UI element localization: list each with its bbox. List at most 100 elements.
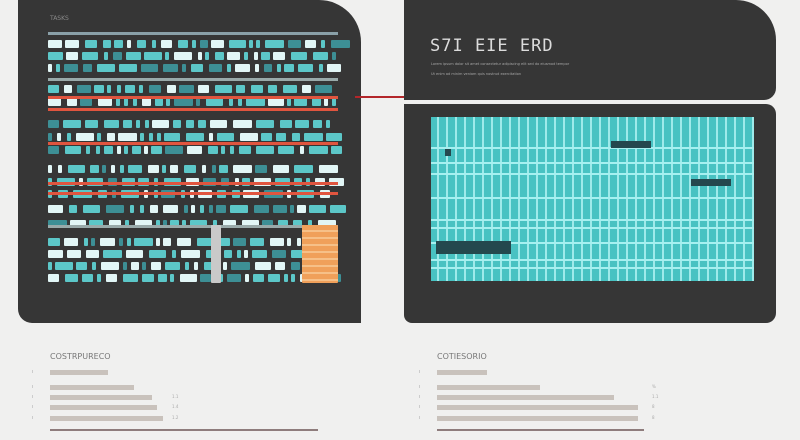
- grid-cell: [125, 85, 135, 93]
- grid-column-line: [734, 117, 736, 281]
- grid-cell: [293, 220, 302, 228]
- grid-column-line: [725, 117, 727, 281]
- grid-row-line: [431, 259, 754, 261]
- grid-cell: [273, 205, 287, 213]
- grid-cell: [200, 205, 204, 213]
- grid-cell: [273, 165, 289, 173]
- grid-cell: [254, 205, 269, 213]
- grid-cell: [91, 238, 95, 246]
- grid-cell: [268, 98, 284, 106]
- grid-cell: [127, 40, 131, 48]
- grid-cell: [104, 146, 113, 154]
- grid-cell: [206, 98, 223, 106]
- grid-cell: [56, 64, 60, 72]
- grid-cell: [111, 165, 115, 173]
- grid-cell: [123, 120, 132, 128]
- grid-cell: [85, 40, 97, 48]
- grid-cell: [292, 133, 300, 141]
- grid-cell: [215, 85, 232, 93]
- grid-cell: [163, 220, 167, 228]
- grid-cell: [97, 274, 101, 282]
- grid-cell: [116, 98, 120, 106]
- grid-cell: [270, 238, 284, 246]
- grid-cell: [123, 274, 138, 282]
- grid-cell: [227, 64, 231, 72]
- grid-cell: [256, 146, 274, 154]
- grid-cell: [192, 40, 196, 48]
- grid-cell: [152, 40, 156, 48]
- bottom-left-label: COSTRPURECO: [50, 352, 111, 361]
- grid-cell: [213, 220, 217, 228]
- grid-cell: [103, 250, 122, 258]
- grid-cell: [114, 40, 123, 48]
- grid-row-line: [431, 242, 754, 244]
- grid-cell: [181, 250, 200, 258]
- grid-cell: [273, 52, 285, 60]
- grid-cell: [287, 98, 291, 106]
- divider-line: [48, 78, 338, 81]
- grid-cell: [255, 165, 267, 173]
- divider-line: [48, 142, 338, 145]
- left-panel-title: TASKS: [50, 15, 69, 22]
- grid-column-line: [563, 117, 565, 281]
- grid-column-line: [680, 117, 682, 281]
- grid-row-line: [431, 197, 754, 199]
- grid-cell: [96, 146, 100, 154]
- grid-cell: [97, 64, 115, 72]
- bar-value: 8: [652, 404, 655, 409]
- grid-column-line: [671, 117, 673, 281]
- grid-cell: [291, 250, 310, 258]
- grid-cell: [166, 98, 170, 106]
- row-marker: [32, 405, 33, 408]
- grid-cell: [177, 238, 191, 246]
- grid-cell: [126, 250, 143, 258]
- grid-cell: [268, 85, 277, 93]
- grid-row-line: [431, 219, 754, 221]
- grid-cell: [294, 98, 307, 106]
- grid-cell: [284, 64, 294, 72]
- grid-cell: [139, 85, 143, 93]
- grid-cell: [48, 250, 63, 258]
- grid-cell: [200, 40, 208, 48]
- grid-cell: [82, 52, 98, 60]
- grid-cell: [148, 165, 159, 173]
- grid-column-line: [590, 117, 592, 281]
- grid-cell: [48, 274, 59, 282]
- grid-cell: [313, 52, 328, 60]
- row-marker: [419, 405, 420, 408]
- grid-cell: [229, 98, 233, 106]
- grid-cell: [104, 120, 119, 128]
- grid-cell: [256, 40, 260, 48]
- grid-cell: [67, 98, 77, 106]
- grid-row-line: [431, 173, 754, 175]
- grid-cell: [149, 250, 166, 258]
- grid-cell: [262, 220, 273, 228]
- grid-cell: [119, 64, 137, 72]
- grid-column-line: [545, 117, 547, 281]
- grid-cell: [182, 64, 186, 72]
- grid-cell: [92, 262, 96, 270]
- grid-cell: [48, 40, 62, 48]
- grid-row-line: [431, 227, 754, 229]
- divider-line: [48, 108, 338, 111]
- grid-cell: [164, 133, 180, 141]
- grid-column-line: [608, 117, 610, 281]
- grid-cell: [186, 120, 194, 128]
- grid-cell: [141, 64, 158, 72]
- grid-column-line: [482, 117, 484, 281]
- row-marker: [32, 385, 33, 388]
- bar: [437, 370, 488, 375]
- grid-cell: [178, 40, 188, 48]
- grid-column-line: [743, 117, 745, 281]
- grid-cell: [254, 52, 258, 60]
- bar-value: 1.1: [172, 394, 179, 399]
- grid-cell: [236, 85, 245, 93]
- grid-cell: [142, 98, 151, 106]
- grid-column-line: [599, 117, 601, 281]
- row-marker: [419, 385, 420, 388]
- grid-cell: [331, 40, 350, 48]
- grid-cell: [76, 133, 94, 141]
- right-grid-card: [404, 104, 776, 323]
- divider-line: [48, 182, 338, 185]
- grid-cell: [86, 146, 90, 154]
